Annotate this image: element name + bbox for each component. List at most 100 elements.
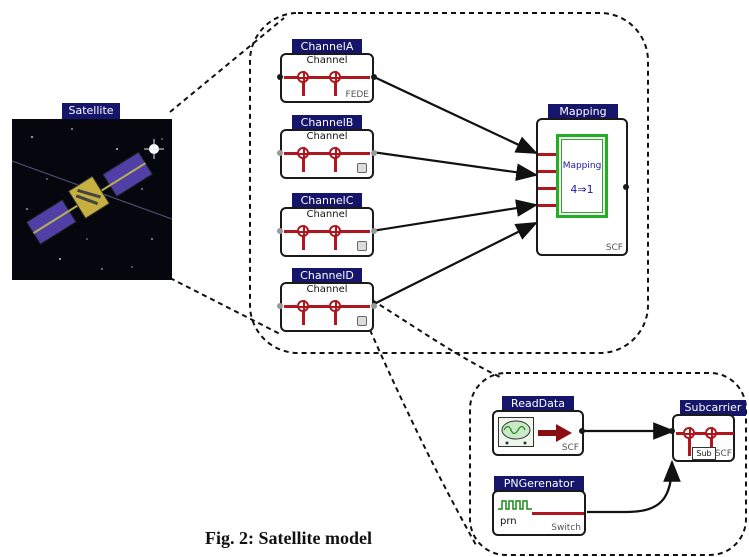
zoom-line-channeld-left (369, 329, 477, 546)
pulse-train-icon (498, 500, 532, 510)
mapping-in-pipe-4 (538, 204, 556, 207)
lock-icon (357, 241, 367, 251)
channel-c-out-port[interactable] (371, 228, 377, 234)
channel-b-out-port[interactable] (371, 150, 377, 156)
subcarrier-tag: SCF (714, 449, 732, 459)
readdata-body: SCF (492, 410, 584, 456)
mapping-ratio: 4⇒1 (570, 183, 594, 196)
readdata-block[interactable]: ReadData SCF (492, 396, 585, 456)
mapping-body: Mapping 4⇒1 SCF (536, 118, 628, 256)
pipe-drop (302, 305, 305, 325)
pipe-drop (334, 76, 337, 96)
pipe-drop (302, 76, 305, 96)
zoom-line-lower (169, 277, 283, 336)
mapping-in-pipe-2 (538, 170, 556, 173)
channel-a-out-port[interactable] (371, 74, 377, 80)
pipe-drop (334, 152, 337, 172)
pipe-drop (688, 432, 691, 456)
pipe-drop (302, 152, 305, 172)
valve-icon (683, 427, 695, 439)
pipe-drop (334, 230, 337, 250)
channel-c-label: Channel (306, 209, 348, 220)
mapping-inner-label: Mapping (562, 161, 602, 171)
channel-b-body: Channel (280, 129, 374, 179)
channel-block-a[interactable]: ChannelA Channel FEDE (277, 39, 377, 103)
channel-a-in-port[interactable] (277, 74, 283, 80)
subcarrier-title: Subcarrier (680, 400, 746, 416)
channel-b-in-port[interactable] (277, 150, 283, 156)
channel-b-label: Channel (306, 131, 348, 142)
channel-d-body: Channel (280, 282, 374, 332)
valve-icon (329, 71, 341, 83)
pipe-drop (334, 305, 337, 325)
pngerenator-label: prn (500, 516, 517, 527)
channel-d-title: ChannelD (292, 268, 362, 284)
lock-icon (357, 163, 367, 173)
satellite-block[interactable]: Satellite (12, 103, 172, 280)
mapping-in-pipe-1 (538, 153, 556, 156)
pipe-drop (710, 432, 713, 448)
channel-a-body: Channel FEDE (280, 53, 374, 103)
readdata-out-port[interactable] (579, 428, 585, 434)
pipe (284, 230, 370, 233)
channel-d-in-port[interactable] (277, 303, 283, 309)
channel-b-title: ChannelB (292, 115, 362, 131)
subcarrier-in-port[interactable] (669, 428, 675, 434)
mapping-inner-frame-line (561, 139, 603, 213)
mapping-tag: SCF (605, 243, 623, 253)
subcarrier-body: Sub SCF (672, 414, 735, 462)
zoom-line-channeld-right (371, 299, 501, 378)
channel-a-title: ChannelA (292, 39, 362, 55)
pipe (284, 305, 370, 308)
mapping-title: Mapping (548, 104, 618, 120)
pipe (532, 512, 584, 515)
valve-icon (297, 71, 309, 83)
valve-icon (329, 147, 341, 159)
channel-d-out-port[interactable] (371, 303, 377, 309)
zoom-outline-subcarrier (469, 372, 747, 556)
edge-channeld-mapping (371, 222, 538, 306)
pngerenator-body: prn Switch (492, 490, 586, 536)
channel-c-in-port[interactable] (277, 228, 283, 234)
valve-icon (705, 427, 717, 439)
edge-channelb-mapping (371, 150, 539, 181)
pngerenator-title: PNGerenator (494, 476, 584, 492)
pngerenator-block[interactable]: PNGerenator prn Switch (492, 476, 586, 536)
scope-icon (498, 417, 534, 447)
channel-c-body: Channel (280, 207, 374, 257)
mapping-out-port[interactable] (623, 184, 629, 190)
valve-icon (297, 225, 309, 237)
pipe (284, 152, 370, 155)
readdata-title: ReadData (502, 396, 574, 412)
edge-channelc-mapping (371, 199, 539, 233)
arrow-right-icon (538, 424, 572, 442)
edge-pngerenator-subcarrier (587, 459, 681, 514)
zoom-line-upper (169, 17, 285, 113)
channel-block-b[interactable]: ChannelB Channel (277, 115, 377, 179)
valve-icon (329, 225, 341, 237)
figure-caption: Fig. 2: Satellite model (205, 528, 372, 548)
pipe (284, 76, 370, 79)
channel-d-label: Channel (306, 284, 348, 295)
subcarrier-block[interactable]: Subcarrier Sub SCF (669, 400, 746, 462)
edge-channela-mapping (371, 75, 538, 154)
channel-a-tag: FEDE (345, 90, 369, 100)
mapping-block[interactable]: Mapping Mapping 4⇒1 SCF (536, 104, 629, 256)
satellite-image (12, 119, 172, 280)
lock-icon (357, 316, 367, 326)
mapping-in-pipe-3 (538, 187, 556, 190)
channel-block-c[interactable]: ChannelC Channel (277, 193, 377, 257)
channel-block-d[interactable]: ChannelD Channel (277, 268, 377, 332)
valve-icon (297, 300, 309, 312)
mapping-inner-frame: Mapping 4⇒1 (556, 134, 608, 218)
channel-a-label: Channel (306, 55, 348, 66)
readdata-tag: SCF (561, 443, 579, 453)
subcarrier-sub-box: Sub (692, 447, 716, 460)
satellite-title: Satellite (62, 103, 120, 119)
pngerenator-tag: Switch (551, 523, 581, 533)
pipe-drop (302, 230, 305, 250)
valve-icon (329, 300, 341, 312)
valve-icon (297, 147, 309, 159)
